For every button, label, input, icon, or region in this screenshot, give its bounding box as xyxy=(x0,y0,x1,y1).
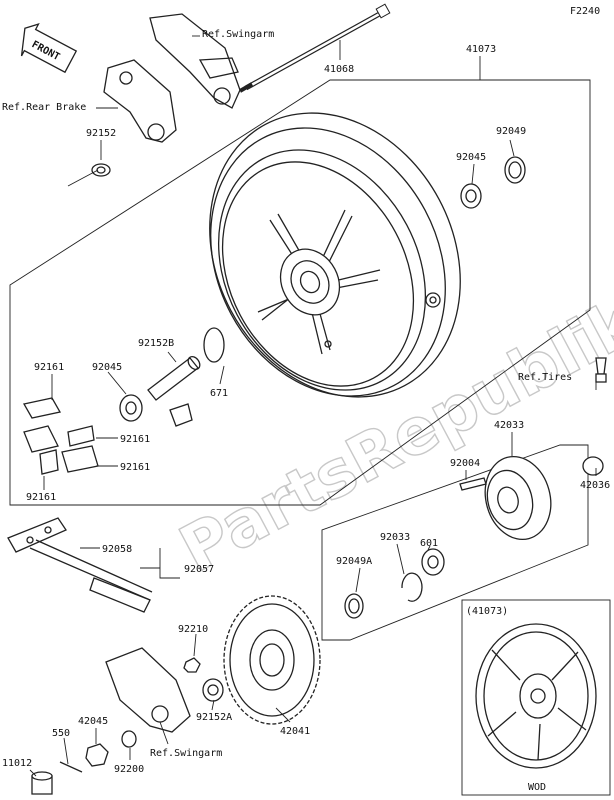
label-ref-rear-brake: Ref.Rear Brake xyxy=(2,102,86,113)
bearing-92045-right xyxy=(460,183,482,209)
front-arrow-icon: FRONT xyxy=(20,23,78,74)
label-42045: 42045 xyxy=(78,716,108,727)
inset-part-number: (41073) xyxy=(466,606,508,617)
label-92045-left: 92045 xyxy=(92,362,122,373)
label-550: 550 xyxy=(52,728,70,739)
label-92058: 92058 xyxy=(102,544,132,555)
label-92057: 92057 xyxy=(184,564,214,575)
label-42041: 42041 xyxy=(280,726,310,737)
label-92210: 92210 xyxy=(178,624,208,635)
o-ring-671 xyxy=(203,327,225,363)
label-41073: 41073 xyxy=(466,44,496,55)
rear-wheel-41073 xyxy=(209,112,461,398)
rear-brake-bracket xyxy=(103,59,177,143)
axle-nut-42045 xyxy=(85,743,109,767)
washer-92200 xyxy=(121,730,137,748)
label-92161-d: 92161 xyxy=(26,492,56,503)
axle-41068 xyxy=(238,3,391,93)
label-92152: 92152 xyxy=(86,128,116,139)
label-92200: 92200 xyxy=(114,764,144,775)
oil-seal-92049 xyxy=(504,156,526,184)
label-ref-tires: Ref.Tires xyxy=(518,372,572,383)
label-92033: 92033 xyxy=(380,532,410,543)
swingarm-bracket-bottom xyxy=(105,647,191,733)
label-601: 601 xyxy=(420,538,438,549)
collar-42036 xyxy=(582,456,604,476)
label-92161-c: 92161 xyxy=(120,462,150,473)
label-92049A: 92049A xyxy=(336,556,372,567)
label-ref-swingarm-top: Ref.Swingarm xyxy=(202,29,274,40)
collar-92152B xyxy=(147,356,201,401)
label-671: 671 xyxy=(210,388,228,399)
label-92049: 92049 xyxy=(496,126,526,137)
gear-icon xyxy=(425,292,441,308)
nut-92210 xyxy=(183,657,201,673)
label-92161-b: 92161 xyxy=(120,434,150,445)
inset-wheel-WOD xyxy=(475,623,597,769)
label-42033: 42033 xyxy=(494,420,524,431)
collar-92152 xyxy=(91,163,111,177)
wheel-assembly-frame xyxy=(9,79,591,506)
stud-92004 xyxy=(459,477,487,491)
swingarm-bracket-top xyxy=(149,13,241,109)
label-92152B: 92152B xyxy=(138,338,174,349)
label-92004: 92004 xyxy=(450,458,480,469)
drive-chain-92057 xyxy=(7,517,153,613)
label-ref-swingarm-bottom: Ref.Swingarm xyxy=(150,748,222,759)
label-42036: 42036 xyxy=(580,480,610,491)
cap-11012 xyxy=(31,771,53,795)
oil-seal-92049A xyxy=(344,593,364,619)
tire-valve xyxy=(595,357,607,383)
label-11012: 11012 xyxy=(2,758,32,769)
label-92045-right: 92045 xyxy=(456,152,486,163)
inset-frame xyxy=(461,599,611,796)
dampers-92161 xyxy=(22,397,193,475)
bearing-601 xyxy=(421,548,445,576)
label-92152A: 92152A xyxy=(196,712,232,723)
cotter-pin-550 xyxy=(59,761,83,773)
circlip-92033 xyxy=(401,572,423,602)
figure-code: F2240 xyxy=(570,6,600,17)
label-41068: 41068 xyxy=(324,64,354,75)
sprocket-hub-42033 xyxy=(484,455,552,541)
hub-assembly-frame xyxy=(321,444,589,641)
label-92161-a: 92161 xyxy=(34,362,64,373)
sprocket-42041 xyxy=(223,595,321,725)
inset-code: WOD xyxy=(528,782,546,793)
bearing-92045-left xyxy=(119,394,143,422)
leader-lines xyxy=(29,35,597,777)
collar-92152A xyxy=(202,678,224,702)
